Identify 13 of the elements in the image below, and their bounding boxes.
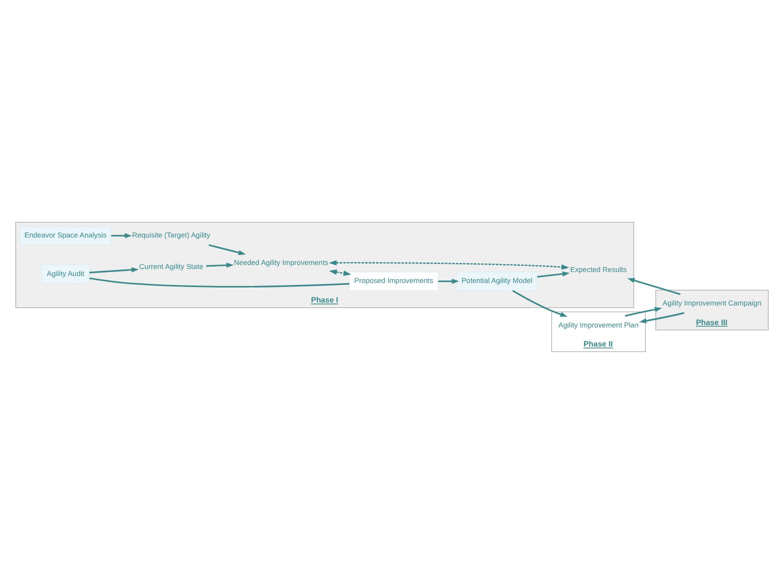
arrow [627, 278, 681, 294]
arrow [208, 244, 246, 255]
arrow [639, 312, 684, 323]
arrow [111, 232, 132, 238]
connector [89, 277, 350, 287]
arrow [89, 266, 139, 273]
arrow [512, 290, 568, 316]
arrow [328, 260, 570, 270]
arrow [537, 270, 570, 278]
arrow [438, 278, 460, 284]
arrow [206, 262, 234, 268]
arrow [624, 306, 662, 316]
arrow [328, 268, 352, 276]
